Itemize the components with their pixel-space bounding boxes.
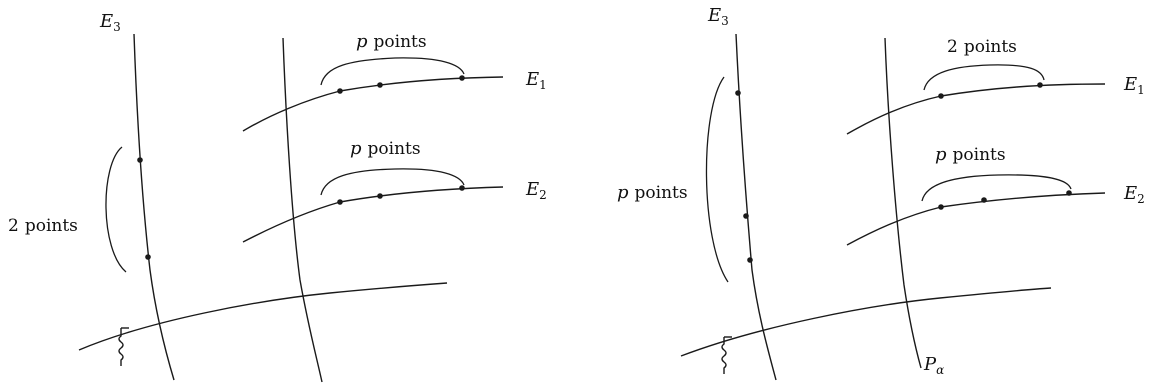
right-e3-curve <box>735 33 777 381</box>
left-e3-point <box>145 254 151 260</box>
left-e1-point <box>377 82 383 88</box>
right-palpha-label: Pα <box>923 354 944 377</box>
right-squiggle <box>721 337 727 374</box>
right-e2-brace <box>921 174 1072 202</box>
right-e1-brace <box>923 64 1045 91</box>
right-e2-point <box>1066 190 1072 196</box>
left-e1-label: E1 <box>525 69 547 92</box>
right-e2-point <box>938 204 944 210</box>
left-vertical-curve <box>282 37 323 383</box>
right-e3-point <box>747 257 753 263</box>
right-e1-curve <box>846 83 1106 135</box>
left-e3-point <box>137 157 143 163</box>
right-bottom-curve <box>680 287 1052 357</box>
left-bottom-curve <box>78 282 448 351</box>
left-e1-curve <box>242 76 504 132</box>
left-e3-brace <box>105 146 127 273</box>
left-e3-curve <box>133 33 175 381</box>
right-e3-brace <box>705 76 729 283</box>
right-e2-label: E2 <box>1123 183 1145 206</box>
right-e3-point <box>743 213 749 219</box>
left-e2-point <box>377 193 383 199</box>
right-e3-point <box>735 90 741 96</box>
right-e1-label: E1 <box>1123 74 1145 97</box>
left-e2-curve <box>242 186 504 243</box>
left-e2-point <box>337 199 343 205</box>
left-e2-label: E2 <box>525 179 547 202</box>
left-e3-label: E3 <box>99 11 121 34</box>
right-e3-label: E3 <box>707 5 729 28</box>
right-e1-point <box>938 93 944 99</box>
left-e2-brace <box>320 168 465 196</box>
left-e1-brace <box>320 57 465 86</box>
right-palpha-curve <box>884 37 922 369</box>
right-e1-point <box>1037 82 1043 88</box>
left-e2-point <box>459 185 465 191</box>
left-e1-point <box>337 88 343 94</box>
right-e2-curve <box>846 192 1106 246</box>
left-e1-point <box>459 75 465 81</box>
left-squiggle <box>118 328 124 366</box>
right-e2-point <box>981 197 987 203</box>
